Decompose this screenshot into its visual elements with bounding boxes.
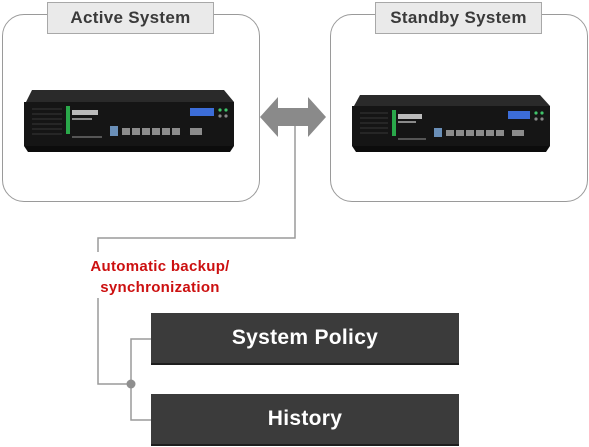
active-system-title: Active System <box>47 2 214 34</box>
sync-label-line1: Automatic backup/ <box>90 258 230 275</box>
sync-label-line2: synchronization <box>100 279 220 296</box>
standby-appliance-image <box>352 95 550 152</box>
history-box: History <box>151 394 459 446</box>
standby-system-title: Standby System <box>375 2 542 34</box>
sync-double-arrow-icon <box>260 97 326 137</box>
system-policy-box: System Policy <box>151 313 459 365</box>
active-appliance-image <box>24 90 234 152</box>
junction-dot <box>126 379 136 389</box>
